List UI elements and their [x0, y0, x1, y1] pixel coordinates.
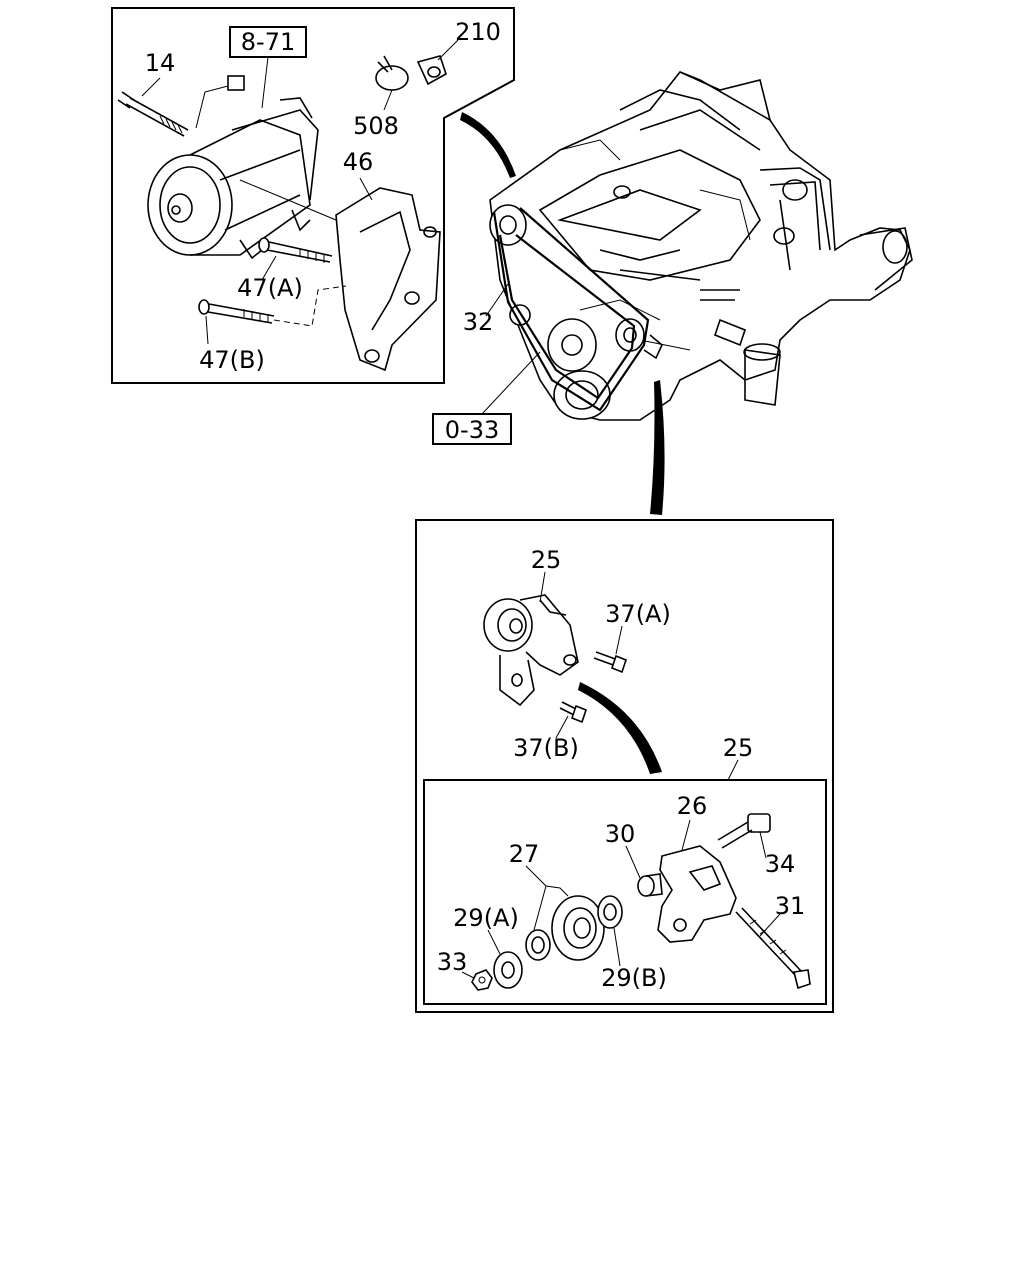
callout-47b: 47(B) [199, 346, 265, 374]
leader-46 [359, 177, 373, 201]
arrow-compressor-to-engine [460, 112, 516, 178]
compressor-bracket-46 [239, 179, 441, 372]
leader-34 [759, 831, 767, 859]
leader-27 [525, 865, 569, 931]
callout-30: 30 [605, 820, 636, 848]
idler-pulley-27 [551, 895, 605, 961]
leader-29b [613, 927, 621, 967]
leader-31 [759, 913, 781, 937]
arrow-engine-to-tensioner [650, 380, 665, 515]
tensioner-arm-26 [657, 845, 737, 943]
leader-14 [141, 77, 161, 97]
leader-32 [485, 283, 509, 317]
leader-26 [681, 819, 691, 851]
engine-assembly [489, 71, 913, 421]
callout-46: 46 [343, 148, 374, 176]
exploded-view-frame [423, 779, 827, 1005]
callout-37b: 37(B) [513, 734, 579, 762]
bearing-27 [525, 929, 551, 961]
callout-33: 33 [437, 948, 468, 976]
leader-508 [383, 89, 393, 111]
callout-47a: 47(A) [237, 274, 303, 302]
callout-37a: 37(A) [605, 600, 671, 628]
callout-25-sub: 25 [723, 734, 754, 762]
nut-33 [471, 969, 493, 991]
leader-0-33 [481, 351, 541, 415]
callout-508: 508 [353, 112, 399, 140]
sleeve-30 [637, 873, 663, 897]
tensioner-inset-frame [415, 519, 834, 1013]
clamp-210 [416, 55, 447, 86]
leader-37a [615, 625, 623, 655]
bolt-37a [593, 651, 627, 674]
leader-210 [437, 39, 459, 61]
leader-37b [555, 715, 569, 739]
callout-29b: 29(B) [601, 964, 667, 992]
callout-34: 34 [765, 850, 796, 878]
cover-29a [493, 951, 523, 989]
leader-25-sub [727, 759, 739, 781]
leader-47a [261, 255, 277, 281]
callout-210: 210 [455, 18, 501, 46]
leader-29a [487, 929, 501, 955]
bolt-14 [117, 91, 189, 137]
bolt-47a [258, 237, 333, 263]
callout-27: 27 [509, 840, 540, 868]
leader-30 [625, 845, 641, 879]
callout-32: 32 [463, 308, 494, 336]
bolt-31 [735, 907, 811, 990]
bolt-47b [198, 285, 347, 327]
drive-belt-32 [489, 204, 663, 420]
leader-8-71 [261, 56, 269, 109]
bolt-34 [717, 813, 771, 849]
callout-26: 26 [677, 792, 708, 820]
reference-0-33: 0-33 [445, 416, 499, 444]
reference-box-8-71: 8-71 [229, 26, 307, 58]
leader-25-top [539, 571, 546, 603]
washer-29b [597, 895, 623, 929]
hose-clip-508 [375, 55, 409, 91]
callout-14: 14 [145, 49, 176, 77]
leader-33 [461, 971, 475, 979]
compressor-inset-frame [111, 7, 515, 384]
leader-47b [205, 315, 209, 345]
tensioner-assembly-25 [483, 594, 579, 707]
callout-29a: 29(A) [453, 904, 519, 932]
callout-25-top: 25 [531, 546, 562, 574]
reference-box-0-33: 0-33 [432, 413, 512, 445]
bolt-37b [559, 701, 587, 724]
ac-compressor [147, 75, 319, 260]
reference-8-71: 8-71 [241, 28, 295, 56]
arrow-tensioner-exploded [578, 682, 662, 774]
callout-31: 31 [775, 892, 806, 920]
